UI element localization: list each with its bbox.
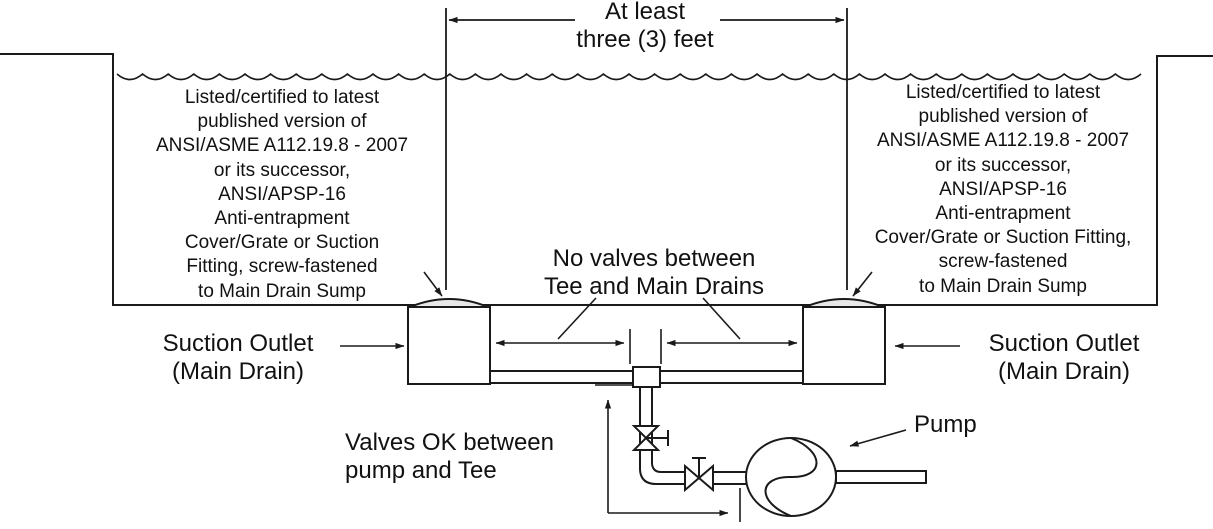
left-main-drain [407,298,491,385]
cover-pointer-arrows [423,271,873,297]
dimension-line [445,8,848,290]
right-outlet-line1: Suction Outlet [988,330,1140,357]
horizontal-valve [684,457,714,493]
valves-ok-line1: Valves OK between [345,429,555,456]
pump-pointer-arrow [849,429,907,447]
note-line: to Main Drain Sump [198,280,366,302]
note-line: or its successor, [213,159,351,181]
dimension-line2: three (3) feet [576,26,714,53]
left-outlet-label: Suction Outlet (Main Drain) [138,330,338,386]
right-outlet-label: Suction Outlet (Main Drain) [962,330,1166,386]
note-line: published version of [197,111,367,133]
valves-ok-note: Valves OK between pump and Tee [345,429,605,485]
right-cover-note: Listed/certified to latest published ver… [842,81,1164,299]
valves-ok-bracket [595,384,741,522]
no-valves-line2: Tee and Main Drains [543,273,765,300]
no-valves-line1: No valves between [552,245,756,272]
right-outlet-line2: (Main Drain) [997,358,1131,385]
note-line: or its successor, [934,154,1072,176]
note-line: ANSI/ASME A112.19.8 - 2007 [876,130,1130,152]
note-line: Listed/certified to latest [184,87,380,108]
no-valves-note: No valves between Tee and Main Drains [508,245,800,301]
valves-ok-line2: pump and Tee [345,457,497,484]
pump-label: Pump [914,411,977,438]
left-cover-note: Listed/certified to latest published ver… [122,86,442,304]
left-outlet-line2: (Main Drain) [171,358,305,385]
note-line: published version of [918,106,1088,128]
note-line: Anti-entrapment [214,208,350,230]
note-line: screw-fastened [938,251,1068,273]
note-line: Listed/certified to latest [905,82,1101,103]
pump-body [745,437,927,517]
water-surface [116,72,1142,81]
dimension-line1: At least [604,0,686,25]
note-line: Cover/Grate or Suction [184,232,380,254]
dimension-label: At least three (3) feet [560,0,730,54]
note-line: ANSI/APSP-16 [939,178,1067,200]
note-line: to Main Drain Sump [919,275,1087,297]
note-line: ANSI/APSP-16 [218,183,346,205]
pump-supply-pipe [639,450,750,485]
tee-clearance-arrows [495,297,798,364]
vertical-valve [631,425,669,451]
note-line: Cover/Grate or Suction Fitting, [874,227,1132,249]
note-line: ANSI/ASME A112.19.8 - 2007 [155,135,409,157]
note-line: Anti-entrapment [935,203,1071,225]
left-outlet-line1: Suction Outlet [162,330,314,357]
right-main-drain [802,298,886,385]
pool-basin [0,53,1213,306]
note-line: Fitting, screw-fastened [186,256,378,278]
